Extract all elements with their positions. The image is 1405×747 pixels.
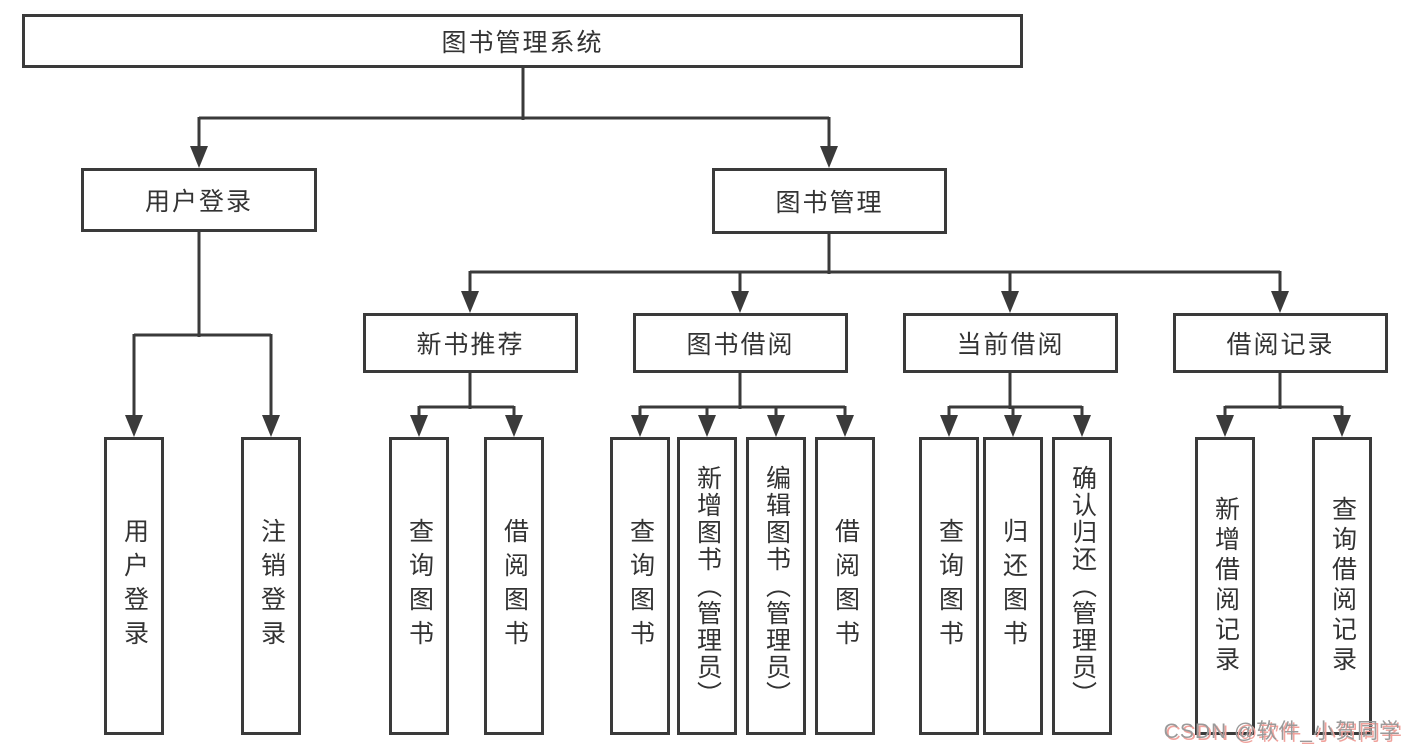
node-book-management-label: 图书管理 xyxy=(775,189,884,217)
leaf-return-book: 归还图书 xyxy=(983,437,1043,735)
node-current-borrowing: 当前借阅 xyxy=(903,313,1118,373)
leaf-user-login: 用户登录 xyxy=(104,437,164,735)
leaf-query-books-borrowing-label: 查询图书 xyxy=(626,518,655,654)
node-current-borrowing-label: 当前借阅 xyxy=(956,331,1065,359)
leaf-borrow-books-borrowing-label: 借阅图书 xyxy=(831,518,860,654)
leaf-confirm-return-admin: 确认归还（管理员） xyxy=(1052,437,1112,735)
leaf-add-borrow-record: 新增借阅记录 xyxy=(1195,437,1255,735)
arrowheads xyxy=(125,146,1351,437)
leaf-query-books-current: 查询图书 xyxy=(919,437,979,735)
node-book-management: 图书管理 xyxy=(712,168,947,234)
leaf-query-borrow-record-label: 查询借阅记录 xyxy=(1328,496,1357,676)
leaf-borrow-books-borrowing: 借阅图书 xyxy=(815,437,875,735)
node-book-borrowing-label: 图书借阅 xyxy=(686,331,795,359)
leaf-edit-book-admin-label: 编辑图书（管理员） xyxy=(762,464,791,708)
node-user-login-label: 用户登录 xyxy=(144,188,253,216)
node-root-label: 图书管理系统 xyxy=(441,29,604,57)
leaf-add-borrow-record-label: 新增借阅记录 xyxy=(1211,496,1240,676)
node-root: 图书管理系统 xyxy=(22,14,1023,68)
node-new-book-recommendation: 新书推荐 xyxy=(363,313,578,373)
node-borrowing-records: 借阅记录 xyxy=(1173,313,1388,373)
leaf-borrow-books-recommend-label: 借阅图书 xyxy=(500,518,529,654)
leaf-logout-login: 注销登录 xyxy=(241,437,301,735)
leaf-query-books-recommend: 查询图书 xyxy=(389,437,449,735)
leaf-add-book-admin: 新增图书（管理员） xyxy=(677,437,737,735)
leaf-user-login-label: 用户登录 xyxy=(120,518,149,654)
node-book-borrowing: 图书借阅 xyxy=(633,313,848,373)
leaf-borrow-books-recommend: 借阅图书 xyxy=(484,437,544,735)
leaf-add-book-admin-label: 新增图书（管理员） xyxy=(693,464,722,708)
leaf-return-book-label: 归还图书 xyxy=(999,518,1028,654)
leaf-query-books-borrowing: 查询图书 xyxy=(610,437,670,735)
leaf-query-books-current-label: 查询图书 xyxy=(935,518,964,654)
leaf-confirm-return-admin-label: 确认归还（管理员） xyxy=(1068,464,1097,708)
leaf-query-books-recommend-label: 查询图书 xyxy=(405,518,434,654)
node-new-book-recommendation-label: 新书推荐 xyxy=(416,331,525,359)
node-user-login: 用户登录 xyxy=(81,168,317,232)
leaf-edit-book-admin: 编辑图书（管理员） xyxy=(746,437,806,735)
leaf-query-borrow-record: 查询借阅记录 xyxy=(1312,437,1372,735)
leaf-logout-login-label: 注销登录 xyxy=(257,518,286,654)
node-borrowing-records-label: 借阅记录 xyxy=(1226,331,1335,359)
watermark: CSDN @软件_小贺同学 xyxy=(1163,720,1401,743)
